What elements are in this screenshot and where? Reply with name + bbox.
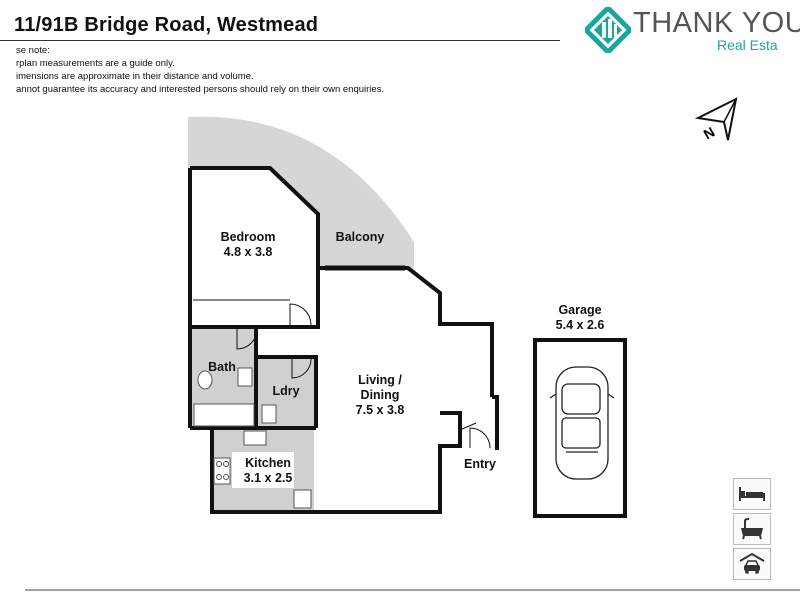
- toilet: [197, 370, 213, 390]
- note-line-4: annot guarantee its accuracy and interes…: [16, 84, 385, 95]
- living-label: Living / Dining 7.5 x 3.8: [340, 373, 420, 418]
- building-emblem-icon: [585, 7, 631, 53]
- living-name: Living /: [358, 373, 402, 387]
- kitchen-label: Kitchen 3.1 x 2.5: [233, 456, 303, 486]
- bedroom-label: Bedroom 4.8 x 3.8: [213, 230, 283, 260]
- bath-icon-glyph: [741, 518, 763, 540]
- garage-label: Garage 5.4 x 2.6: [542, 303, 618, 333]
- kitchen-sink: [243, 430, 267, 446]
- bath-icon[interactable]: [733, 513, 771, 545]
- laundry-label: Ldry: [272, 384, 300, 398]
- kitchen-dims: 3.1 x 2.5: [243, 471, 293, 485]
- laundry-door: [291, 358, 312, 379]
- entry-label: Entry: [464, 457, 496, 471]
- balcony-label: Balcony: [335, 230, 385, 244]
- fridge: [293, 489, 312, 509]
- entry-door: [469, 427, 491, 449]
- note-line-3: imensions are approximate in their dista…: [16, 71, 254, 82]
- header-divider: [0, 40, 560, 41]
- garage-icon[interactable]: [733, 548, 771, 580]
- bed-icon[interactable]: [733, 478, 771, 510]
- bathtub: [193, 403, 255, 427]
- living-name-2: Dining: [360, 388, 400, 402]
- agency-logo: THANK YOU Real Esta: [585, 7, 800, 53]
- note-line-2: rplan measurements are a guide only.: [16, 58, 175, 69]
- living-dims: 7.5 x 3.8: [355, 403, 405, 417]
- bedroom-door: [289, 303, 312, 326]
- note-line-1: se note:: [16, 45, 50, 56]
- bath-label: Bath: [208, 360, 236, 374]
- north-arrow-icon: N: [694, 97, 738, 142]
- logo-subtitle: Real Esta: [717, 37, 778, 53]
- kitchen-name: Kitchen: [245, 456, 291, 470]
- logo-name: THANK YOU: [633, 7, 800, 39]
- balcony-area: [188, 116, 414, 268]
- garage-icon-glyph: [739, 552, 765, 574]
- bedroom-dims: 4.8 x 3.8: [223, 245, 273, 259]
- bed-icon-glyph: [739, 487, 765, 501]
- page-title: 11/91B Bridge Road, Westmead: [14, 14, 319, 36]
- garage-walls: [533, 338, 627, 518]
- bath-door: [236, 328, 258, 350]
- garage-dims: 5.4 x 2.6: [555, 318, 605, 332]
- washer: [261, 404, 277, 424]
- garage-name: Garage: [558, 303, 602, 317]
- car-outline: [549, 366, 615, 480]
- living-walls: [318, 266, 494, 397]
- bedroom-name: Bedroom: [220, 230, 276, 244]
